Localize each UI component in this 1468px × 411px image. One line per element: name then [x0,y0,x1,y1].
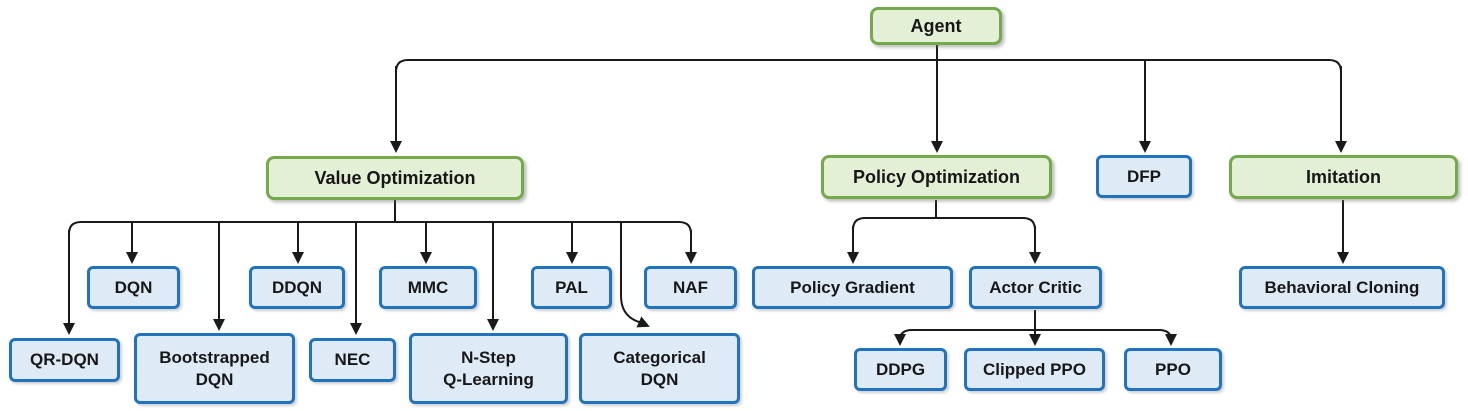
node-actor-critic: Actor Critic [969,266,1102,309]
node-categorical-dqn: Categorical DQN [579,333,740,404]
node-bootstrapped-dqn: Bootstrapped DQN [134,333,295,404]
node-qr-dqn: QR-DQN [9,338,120,382]
node-clipped-ppo: Clipped PPO [964,348,1105,391]
edge-policy-optimization-bus [852,217,1036,231]
node-dqn: DQN [87,266,180,309]
node-pal: PAL [531,266,612,309]
node-dfp: DFP [1096,155,1192,198]
node-naf: NAF [644,266,737,309]
edge-actor-critic-bus [899,329,1172,341]
node-n-step-q-learning: N-Step Q-Learning [409,333,568,404]
node-policy-gradient: Policy Gradient [752,266,953,309]
edge-value-optimization-bus [68,221,692,235]
node-mmc: MMC [379,266,477,309]
node-ddpg: DDPG [854,348,947,391]
node-ppo: PPO [1124,348,1222,391]
node-policy-optimization: Policy Optimization [821,155,1052,199]
node-ddqn: DDQN [249,266,345,309]
edge-agent-bus [395,59,1342,73]
node-nec: NEC [309,338,396,382]
node-behavioral-cloning: Behavioral Cloning [1239,266,1445,309]
node-imitation: Imitation [1229,155,1458,199]
node-agent: Agent [870,7,1002,45]
node-value-optimization: Value Optimization [266,156,524,200]
